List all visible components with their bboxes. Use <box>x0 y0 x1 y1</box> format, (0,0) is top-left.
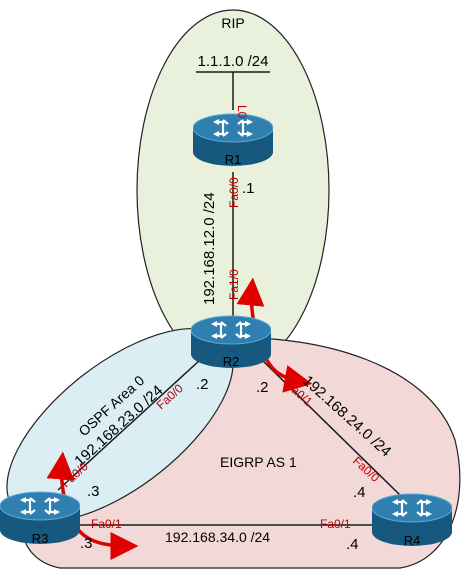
interface-r4-fa01: Fa0/1 <box>320 517 351 531</box>
host-r3-to-r2: .3 <box>87 483 100 500</box>
network-loopback-label: 1.1.1.0 /24 <box>198 53 269 70</box>
interface-r1-lo: L0 <box>235 105 249 119</box>
router-r2[interactable]: R2 <box>191 314 271 370</box>
host-r4-to-r3: .4 <box>346 536 359 553</box>
router-r4-label: R4 <box>404 533 421 548</box>
host-r2-to-r3: .2 <box>196 376 209 393</box>
network-r3-r4-label: 192.168.34.0 /24 <box>165 529 270 545</box>
eigrp-area-label: EIGRP AS 1 <box>220 454 297 470</box>
interface-r2-fa10: Fa1/0 <box>227 269 241 300</box>
router-r1-label: R1 <box>225 152 242 167</box>
host-r4-to-r2: .4 <box>353 484 366 501</box>
host-r1-r2-side: .1 <box>242 180 255 197</box>
interface-r1-fa00: Fa0/0 <box>227 177 241 208</box>
router-r2-label: R2 <box>223 354 240 369</box>
router-r1[interactable]: R1 <box>193 112 273 168</box>
router-r4[interactable]: R4 <box>372 492 452 548</box>
host-r2-to-r4: .2 <box>256 379 269 396</box>
network-r1-r2-label: 192.168.12.0 /24 <box>201 192 218 305</box>
router-r3-label: R3 <box>32 531 49 546</box>
host-r3-to-r4: .3 <box>80 535 93 552</box>
link-r2-r3 <box>57 359 201 491</box>
rip-area-label: RIP <box>221 15 244 31</box>
router-r3[interactable]: R3 <box>0 490 80 546</box>
interface-r3-fa01: Fa0/1 <box>91 517 122 531</box>
